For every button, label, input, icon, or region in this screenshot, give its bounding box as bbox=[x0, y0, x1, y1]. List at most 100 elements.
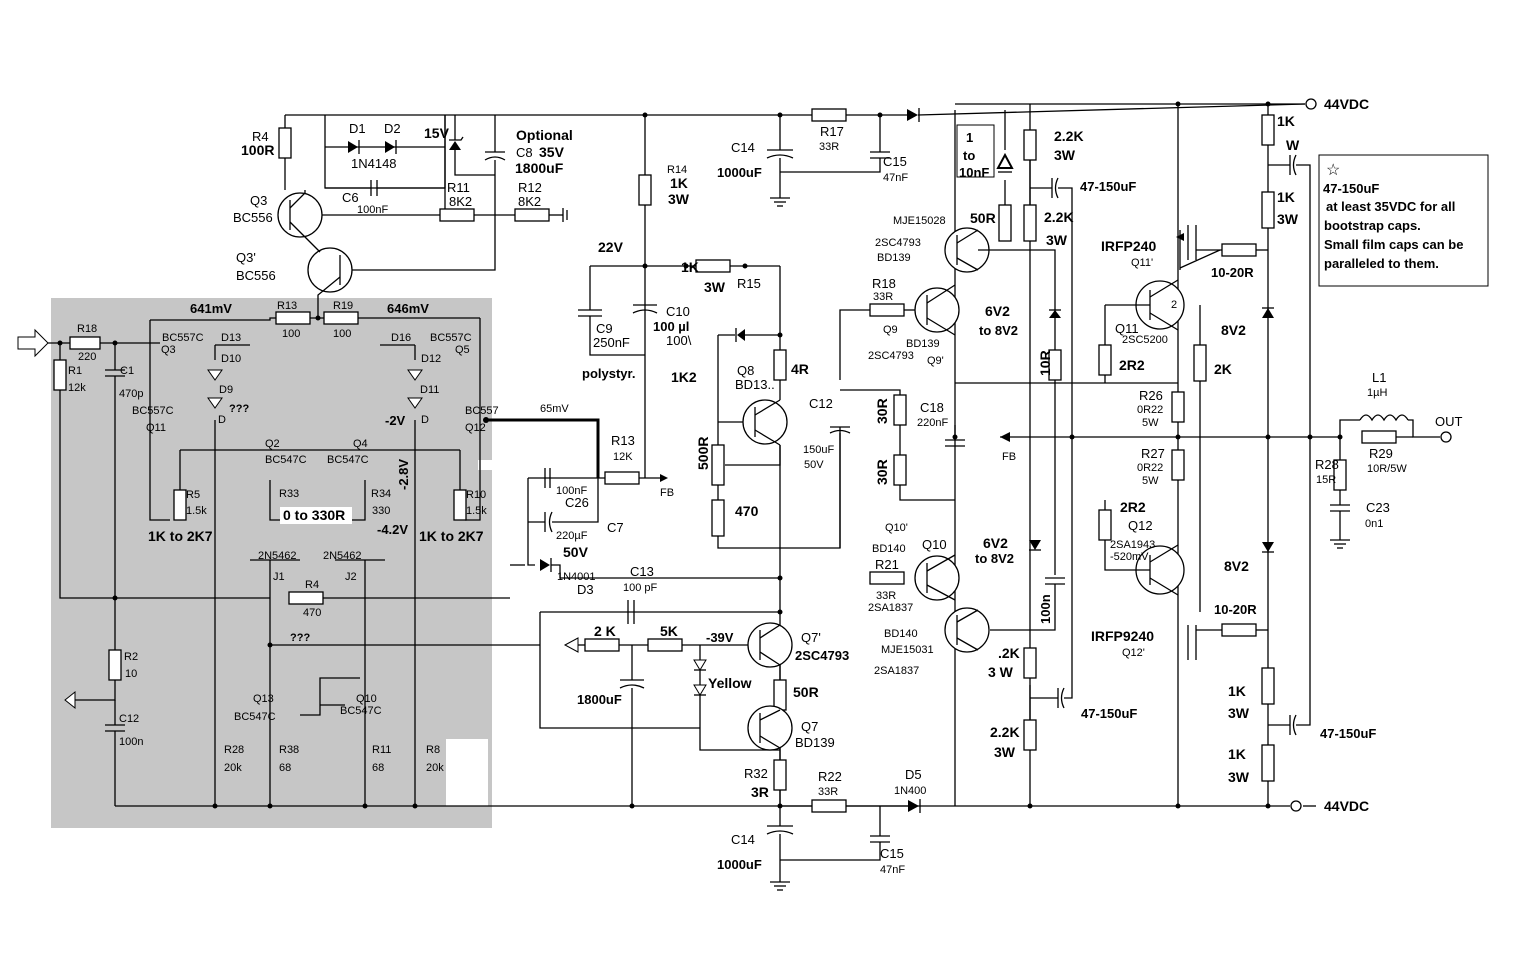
r50-val: 50R bbox=[793, 684, 819, 700]
out-r1kbw: 3W bbox=[1277, 211, 1299, 227]
out-r21-val: 33R bbox=[876, 590, 896, 602]
in-d13-ref: D13 bbox=[221, 332, 241, 344]
d12-val: 1N4148 bbox=[351, 156, 397, 171]
c15-val: 47nF bbox=[883, 172, 908, 184]
in-r28-val: 20k bbox=[224, 762, 242, 774]
v646-label: 646mV bbox=[387, 301, 429, 316]
q3-type: BC556 bbox=[233, 210, 273, 225]
neg-supply-label: 44VDC bbox=[1324, 798, 1369, 814]
out-r3wb: 3W bbox=[1046, 232, 1068, 248]
c6-ref: C6 bbox=[342, 190, 359, 205]
c10-ref: C10 bbox=[666, 304, 690, 319]
out-r18-ref: R18 bbox=[872, 276, 896, 291]
note-line4: Small film caps can be bbox=[1324, 237, 1463, 252]
in-r1k2k7a: 1K to 2K7 bbox=[148, 528, 213, 544]
r470-val: 470 bbox=[735, 503, 759, 519]
in-r38-val: 68 bbox=[279, 762, 291, 774]
out-sc5200: 2SC5200 bbox=[1122, 334, 1168, 346]
in-q3-ref: Q3 bbox=[161, 344, 176, 356]
out-q9: Q9 bbox=[883, 324, 898, 336]
d5-ref: D5 bbox=[905, 767, 922, 782]
in-d-ref: D bbox=[218, 414, 226, 426]
in-q4-ref: Q4 bbox=[353, 438, 368, 450]
c26-val: 100nF bbox=[556, 485, 587, 497]
out-z62b: 6V2 bbox=[983, 535, 1008, 551]
pos-supply-label: 44VDC bbox=[1324, 96, 1369, 112]
out-n2: 2 bbox=[1171, 299, 1177, 311]
junction-dots bbox=[57, 101, 1343, 809]
c10-val: 100 µl bbox=[653, 319, 689, 334]
q7-type: BD139 bbox=[795, 735, 835, 750]
in-bc547c: BC547C bbox=[234, 711, 276, 723]
q8-type: BD13.. bbox=[735, 377, 775, 392]
in-r1-ref: R1 bbox=[68, 365, 82, 377]
out-r30b: 30R bbox=[874, 459, 890, 485]
out-r3wc: 3 W bbox=[988, 664, 1014, 680]
in-d12-ref: D12 bbox=[421, 353, 441, 365]
yellow-label: Yellow bbox=[708, 675, 752, 691]
in-bc557a: BC557C bbox=[162, 332, 204, 344]
in-r1-val: 12k bbox=[68, 382, 86, 394]
in-bc547d: BC547C bbox=[340, 705, 382, 717]
r22-ref: R22 bbox=[818, 769, 842, 784]
out-r2r2a: 2R2 bbox=[1119, 357, 1145, 373]
out-r1kb: 1K bbox=[1277, 189, 1295, 205]
out-r22kc: 2.2K bbox=[990, 724, 1020, 740]
in-r5-val: 1.5k bbox=[186, 505, 207, 517]
in-r13-ref: R13 bbox=[277, 300, 297, 312]
out-r22kb: 2.2K bbox=[1044, 209, 1074, 225]
in-bc557c: BC557C bbox=[430, 332, 472, 344]
rail-diode-top bbox=[907, 108, 920, 122]
in-q10-ref: Q10 bbox=[356, 693, 377, 705]
in-bc557d: BC557 bbox=[465, 405, 499, 417]
out-z82b: 8V2 bbox=[1224, 558, 1249, 574]
out-r2k: .2K bbox=[998, 645, 1020, 661]
c15-ref: C15 bbox=[883, 154, 907, 169]
in-c12-ref: C12 bbox=[119, 713, 139, 725]
out-bd139: BD139 bbox=[877, 252, 911, 264]
c15b-ref: C15 bbox=[880, 846, 904, 861]
in-r11-val: 68 bbox=[372, 762, 384, 774]
q-mark-1: ??? bbox=[229, 403, 249, 415]
r14-val: 1K bbox=[670, 175, 688, 191]
in-r4-ref: R4 bbox=[305, 579, 319, 591]
out-r29-ref: R29 bbox=[1369, 446, 1393, 461]
in-r8-val: 20k bbox=[426, 762, 444, 774]
in-d9-ref: D9 bbox=[219, 384, 233, 396]
neg-supply-terminal[interactable] bbox=[1290, 800, 1302, 812]
c12-ref: C12 bbox=[809, 396, 833, 411]
out-c18-ref: C18 bbox=[920, 400, 944, 415]
out-bd139b: BD139 bbox=[906, 338, 940, 350]
r2k-val: 2 K bbox=[594, 623, 616, 639]
in-c1-ref: C1 bbox=[120, 365, 134, 377]
output-stage bbox=[1098, 114, 1440, 782]
out-bd140b: BD140 bbox=[884, 628, 918, 640]
driver-stage bbox=[539, 600, 890, 891]
optional-label: Optional bbox=[516, 127, 573, 143]
out-q9b: Q9' bbox=[927, 355, 944, 367]
in-r18-val: 220 bbox=[78, 351, 96, 363]
out-z62a2: to 8V2 bbox=[979, 323, 1018, 338]
c14b-ref: C14 bbox=[731, 832, 755, 847]
out-r1ka: 1K bbox=[1277, 113, 1295, 129]
out-r1020a: 10-20R bbox=[1211, 265, 1254, 280]
in-r11-ref: R11 bbox=[372, 744, 391, 756]
in-r19-val: 100 bbox=[333, 328, 351, 340]
out-q10b: Q10' bbox=[885, 522, 908, 534]
pos-supply-terminal[interactable] bbox=[1305, 98, 1317, 110]
out-c47c: 47-150uF bbox=[1320, 726, 1376, 741]
c12-volt: 50V bbox=[804, 459, 824, 471]
c9-val: 250nF bbox=[593, 335, 630, 350]
out-r10r: 10R bbox=[1037, 350, 1053, 376]
c10-volt: 100\ bbox=[666, 333, 692, 348]
in-q11-ref: Q11 bbox=[146, 422, 166, 434]
out-r50: 50R bbox=[970, 210, 996, 226]
out-sc4793b: 2SC4793 bbox=[868, 350, 914, 362]
note-box bbox=[1318, 154, 1489, 287]
c9-ref: C9 bbox=[596, 321, 613, 336]
in-r13-val: 100 bbox=[282, 328, 300, 340]
in-q12-ref: Q12 bbox=[465, 422, 486, 434]
input-stage-wiring bbox=[17, 311, 540, 806]
output-terminal[interactable] bbox=[1440, 431, 1452, 443]
